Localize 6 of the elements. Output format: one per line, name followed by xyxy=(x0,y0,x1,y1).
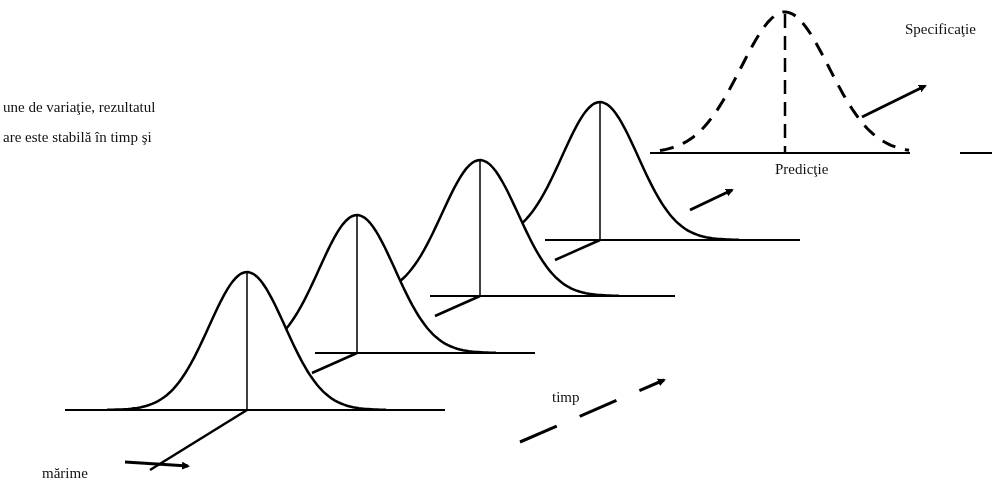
curve-label: Predicţie xyxy=(775,162,829,177)
curve-label: Specificaţie xyxy=(905,22,976,37)
annotation-text: are este stabilă în timp şi xyxy=(3,130,152,145)
axis-label: timp xyxy=(552,390,580,405)
axis-label: mărime xyxy=(42,466,88,481)
annotation-text: une de variaţie, rezultatul xyxy=(3,100,156,115)
